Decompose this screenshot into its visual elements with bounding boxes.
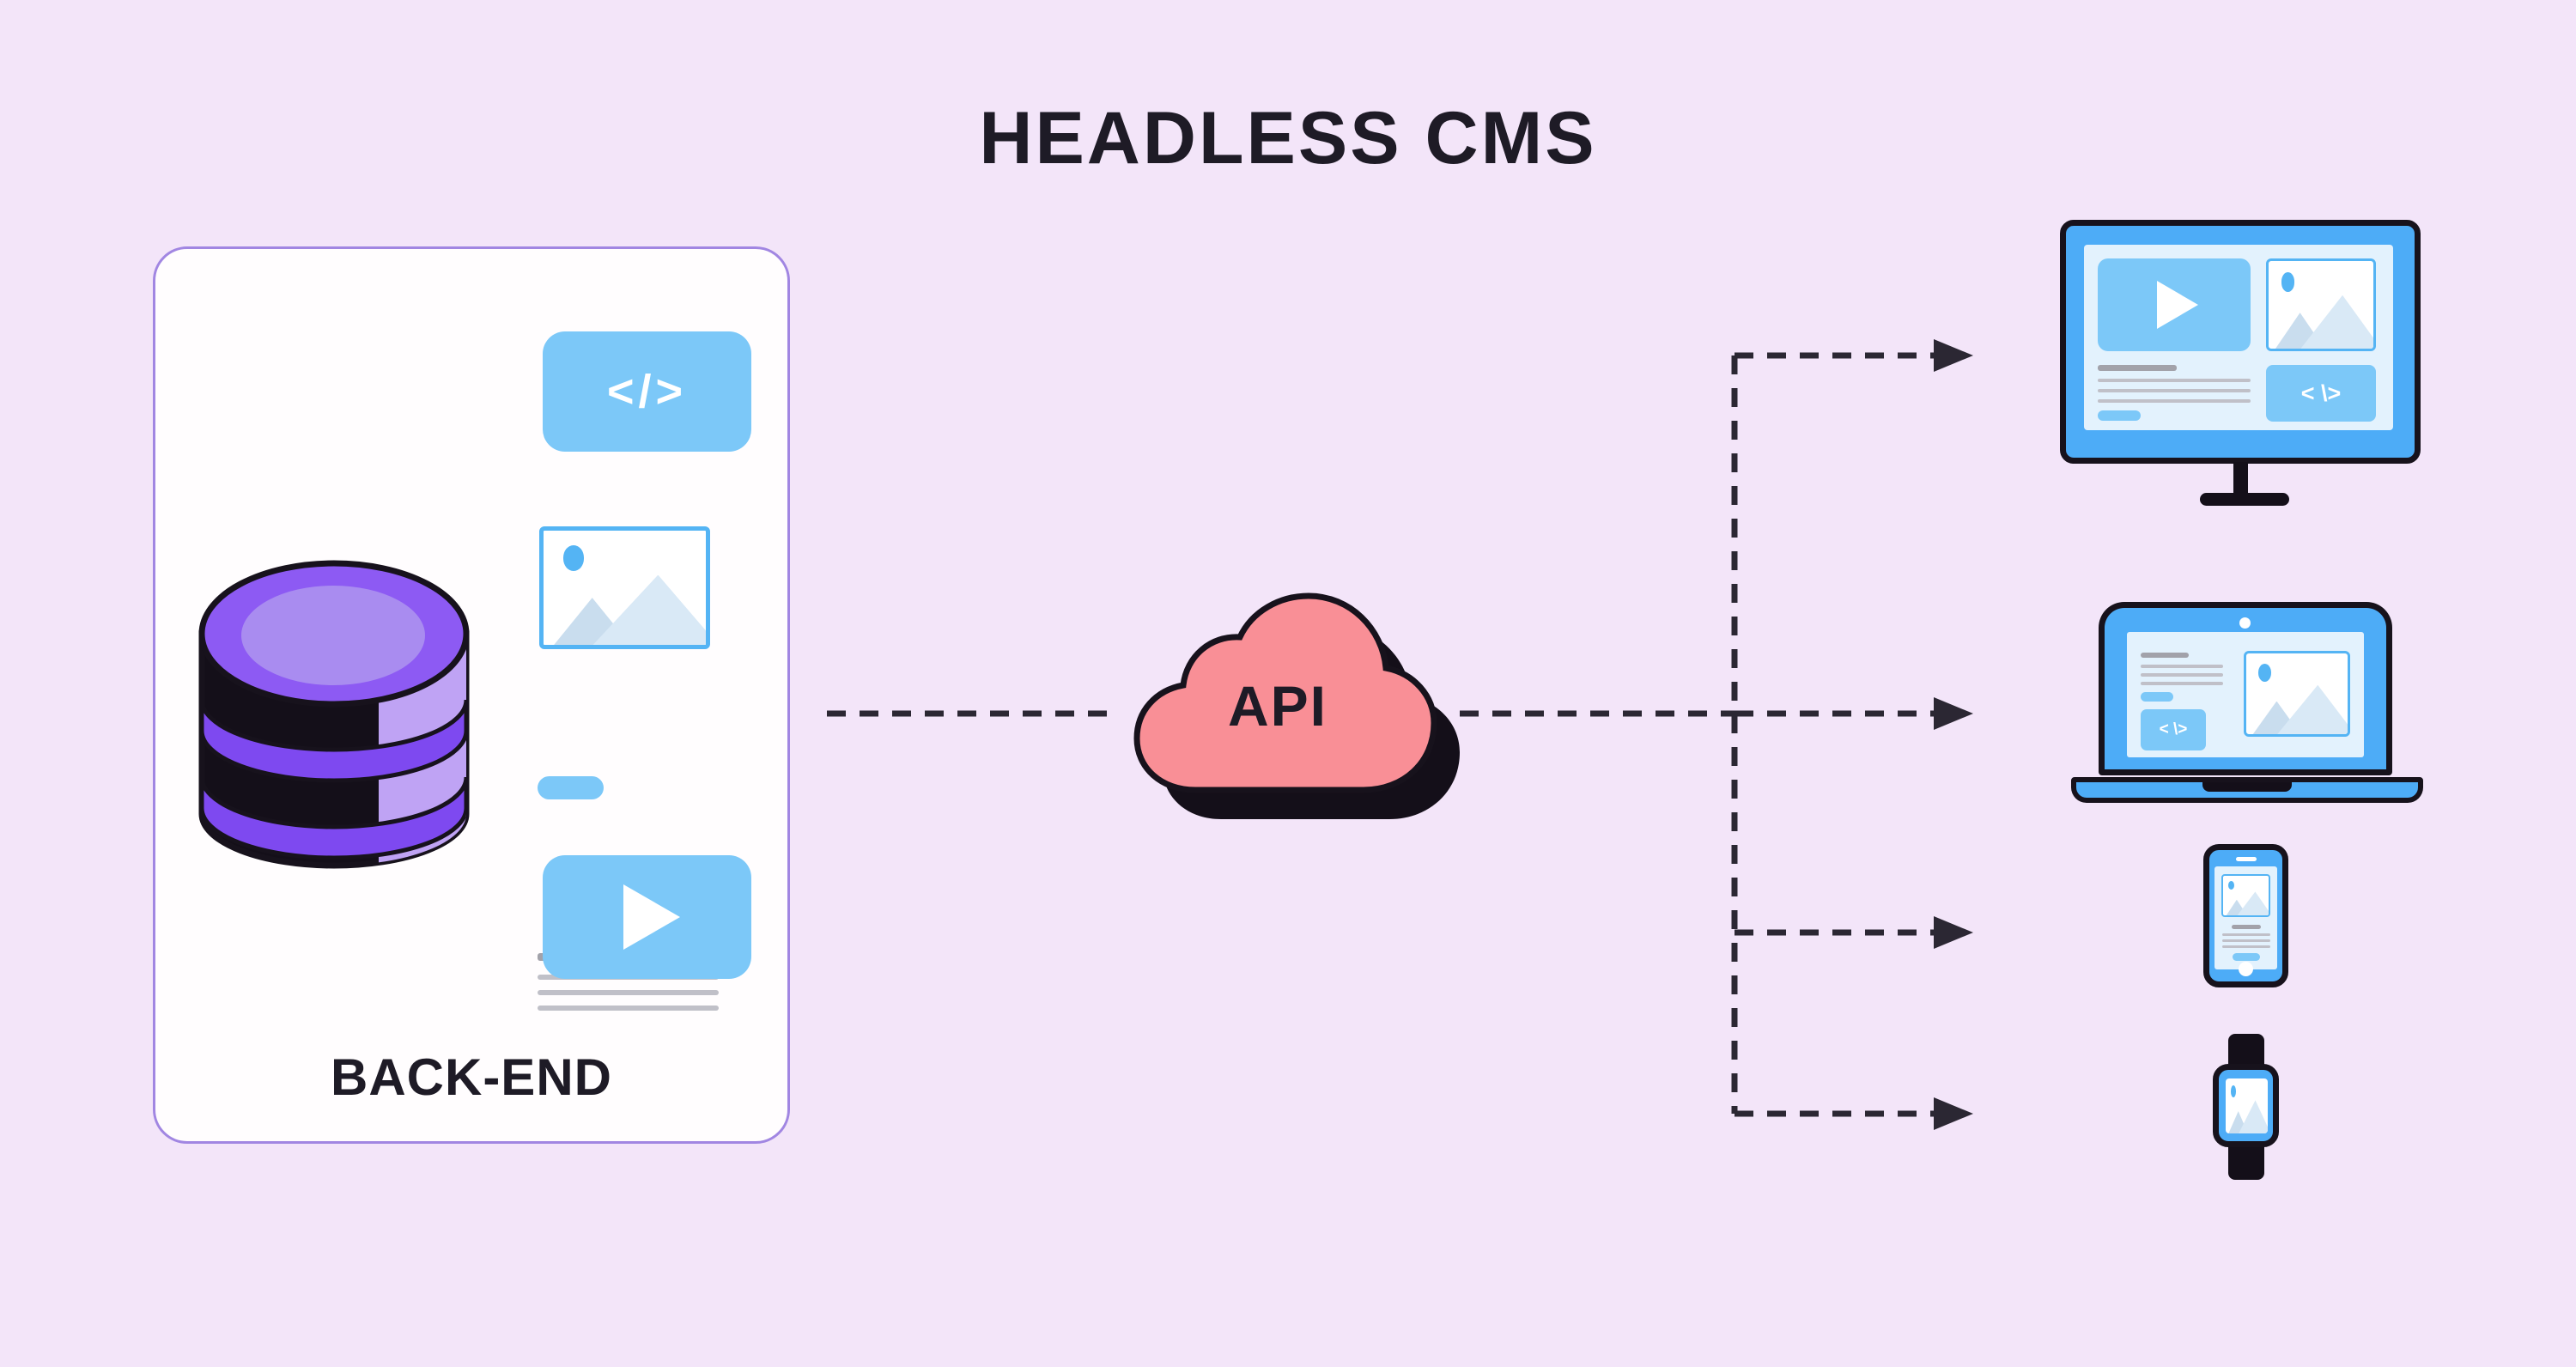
database-top-inner	[241, 586, 425, 685]
database-icon	[198, 560, 470, 869]
mini-code-icon: < \>	[2266, 365, 2376, 422]
backend-label: BACK-END	[331, 1048, 612, 1106]
mountain-big	[2300, 295, 2373, 349]
arrowhead-watch	[1934, 1097, 1973, 1130]
laptop-notch	[2202, 782, 2292, 792]
text-line	[2141, 682, 2223, 685]
arrowhead-monitor	[1934, 339, 1973, 372]
button-pill	[538, 776, 604, 799]
api-label: API	[1227, 674, 1328, 738]
mini-image-placeholder-icon	[2221, 874, 2270, 917]
button-pill	[2098, 410, 2141, 421]
play-icon	[623, 884, 680, 950]
play-icon	[2157, 281, 2198, 329]
text-line	[2231, 925, 2261, 929]
database-band	[202, 776, 466, 860]
image-placeholder-icon	[539, 526, 710, 649]
code-snippet-icon: </>	[543, 331, 751, 452]
database-band	[202, 699, 466, 783]
monitor-stand-pole	[2233, 462, 2248, 496]
mountain-big	[2276, 684, 2348, 734]
code-glyph: </>	[606, 366, 688, 417]
text-line	[2098, 399, 2251, 403]
button-pill	[2232, 953, 2260, 961]
text-line	[2221, 939, 2270, 942]
phone-body	[2203, 844, 2288, 987]
image-dot	[2258, 664, 2272, 682]
text-line	[2098, 389, 2251, 392]
code-glyph: < \>	[2300, 380, 2342, 406]
cloud-body	[1133, 592, 1437, 793]
page-title: HEADLESS CMS	[979, 97, 1597, 179]
cloud-shape	[1133, 592, 1460, 819]
phone-screen	[2215, 866, 2277, 969]
watch-body	[2213, 1064, 2279, 1147]
button-pill	[2141, 692, 2173, 702]
video-player-icon	[543, 855, 751, 979]
text-line	[2221, 945, 2270, 948]
mountain-big	[2236, 891, 2269, 915]
mini-image-placeholder-icon	[2244, 651, 2350, 737]
home-button	[2238, 962, 2253, 976]
mini-image-placeholder-icon	[2266, 258, 2376, 351]
image-dot	[2228, 880, 2235, 890]
text-line	[2141, 665, 2223, 668]
image-dot	[2230, 1085, 2237, 1098]
monitor-stand-base	[2200, 493, 2289, 506]
code-glyph: < \>	[2159, 720, 2188, 738]
monitor-frame: < \>	[2060, 220, 2421, 464]
laptop-lid: < \>	[2099, 602, 2392, 775]
text-line	[2221, 933, 2270, 936]
mini-video-player-icon	[2098, 258, 2251, 351]
backend-card: </> BACK-END	[153, 246, 790, 1144]
arrowhead-phone	[1934, 916, 1973, 949]
mini-code-icon: < \>	[2141, 709, 2206, 750]
mountain-big	[2238, 1100, 2268, 1133]
text-line	[2098, 379, 2251, 382]
image-dot	[562, 545, 585, 571]
webcam-dot	[2239, 617, 2251, 629]
watch-strap-bottom	[2228, 1144, 2264, 1180]
laptop-base	[2071, 777, 2423, 803]
image-dot	[2281, 272, 2295, 292]
speaker-slot	[2235, 857, 2257, 861]
arrowhead-laptop	[1934, 697, 1973, 730]
text-line	[2098, 365, 2177, 371]
text-line	[538, 1006, 719, 1011]
text-line	[538, 990, 719, 995]
text-line	[2141, 673, 2223, 677]
laptop-screen: < \>	[2127, 632, 2364, 757]
text-line	[2141, 653, 2189, 658]
monitor-screen: < \>	[2084, 245, 2393, 430]
api-cloud: API	[1116, 584, 1460, 841]
watch-screen	[2226, 1078, 2268, 1133]
